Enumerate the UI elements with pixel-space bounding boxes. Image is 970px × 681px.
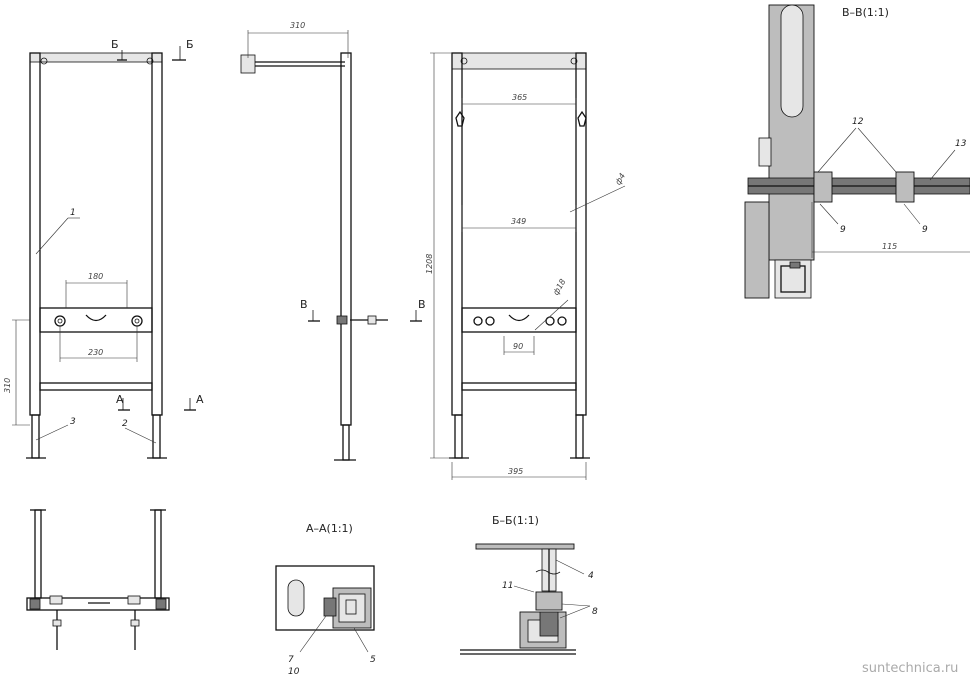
- section-mark-b-right: Б: [186, 38, 194, 51]
- callout-9a: 9: [840, 225, 846, 235]
- side-view: [240, 30, 422, 461]
- dim-rear-bolt-dia: ф18: [551, 277, 567, 296]
- section-vv: [744, 4, 970, 299]
- callout-8: 8: [592, 607, 598, 617]
- dim-holes-spacing: 230: [88, 348, 103, 357]
- section-title-vv: В–В(1:1): [842, 6, 889, 19]
- section-bb: [460, 543, 591, 655]
- section-title-bb: Б–Б(1:1): [492, 514, 539, 527]
- dim-side-top-width: 310: [290, 21, 305, 30]
- callout-11: 11: [502, 581, 513, 591]
- callout-2: 2: [122, 419, 128, 429]
- dim-rear-total-width: 395: [508, 467, 523, 476]
- dim-rear-hole-dia: ф4: [613, 172, 627, 187]
- dim-rear-upper-width: 365: [512, 93, 527, 102]
- dim-rear-height: 1208: [425, 254, 434, 274]
- dim-rear-bolt-spacing: 90: [513, 342, 523, 351]
- dim-slot-width: 180: [88, 272, 103, 281]
- callout-5: 5: [370, 655, 376, 665]
- section-title-aa: А–А(1:1): [306, 522, 353, 535]
- plan-view: [26, 509, 170, 650]
- rear-view: [430, 52, 626, 480]
- dim-vv-length: 115: [882, 242, 897, 251]
- callout-4: 4: [588, 571, 594, 581]
- callout-10: 10: [288, 667, 300, 677]
- callout-9b: 9: [922, 225, 928, 235]
- dim-lower-height: 310: [3, 378, 12, 393]
- front-view: [12, 46, 196, 459]
- section-mark-a-left: А: [116, 393, 124, 406]
- section-mark-a-right: А: [196, 393, 204, 406]
- callout-7: 7: [288, 655, 294, 665]
- callout-12: 12: [852, 117, 864, 127]
- section-mark-v-left: В: [300, 298, 308, 311]
- section-mark-v-right: В: [418, 298, 426, 311]
- callout-13: 13: [955, 139, 967, 149]
- dim-rear-mid-width: 349: [511, 217, 526, 226]
- callout-3: 3: [70, 417, 76, 427]
- section-aa: [275, 565, 375, 653]
- callout-1: 1: [70, 208, 76, 218]
- section-mark-b-left: Б: [111, 38, 119, 51]
- watermark-text: suntechnica.ru: [862, 661, 958, 676]
